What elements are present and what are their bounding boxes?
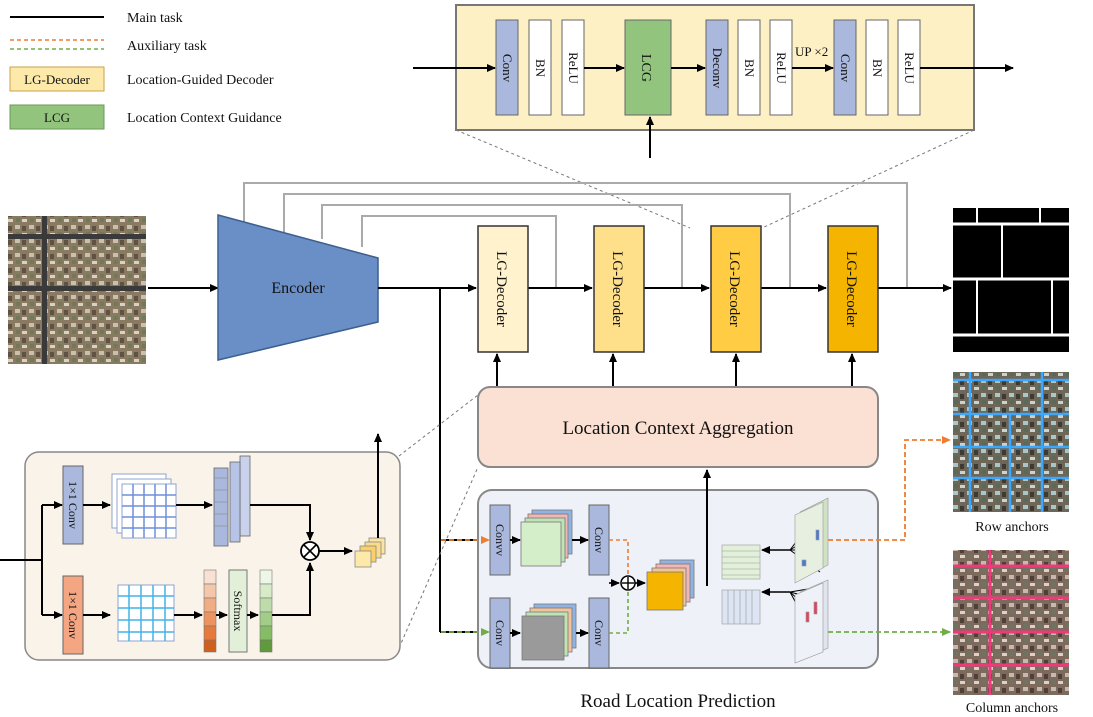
- decoders: LG-Decoder LG-Decoder LG-Decoder LG-Deco…: [477, 225, 879, 353]
- dd-relu-3-label: ReLU: [902, 52, 917, 84]
- decoder-1-label: LG-Decoder: [493, 251, 509, 327]
- rlp-conv-bottom-2-label: Conv: [592, 620, 606, 646]
- row-anchors-image: [953, 372, 1069, 512]
- lca-conv1x1-top-label: 1×1 Conv: [66, 481, 80, 529]
- decoder-detail: Conv BN ReLU LCG Deconv BN ReLU UP ×2 Co…: [413, 4, 1014, 229]
- decoder-2-label: LG-Decoder: [609, 251, 625, 327]
- input-image: [8, 216, 146, 364]
- dd-bn-1-label: BN: [533, 59, 548, 78]
- legend-decoder-swatch: [9, 66, 105, 92]
- dd-bn-2: [737, 19, 761, 116]
- legend-main-label: Main task: [127, 11, 183, 26]
- skip-connections: [243, 182, 908, 288]
- legend-aux-label: Auxiliary task: [127, 39, 207, 54]
- rlp-convv-top-label: Convv: [493, 524, 507, 556]
- dd-lcg-label: LCG: [638, 54, 653, 82]
- column-anchors-image: [953, 550, 1069, 695]
- lca-softmax: [228, 569, 248, 653]
- decoder-4-label: LG-Decoder: [843, 251, 859, 327]
- lca-detail: 1×1 Conv 1×1 Conv: [0, 433, 401, 661]
- decoder-block-2: [593, 225, 645, 353]
- dd-up-label: UP ×2: [795, 44, 828, 59]
- dd-bn-3-label: BN: [870, 59, 885, 78]
- rlp-conv-top-label: Conv: [592, 527, 606, 553]
- legend-decoder-box-label: LG-Decoder: [24, 72, 90, 87]
- dd-deconv-label: Deconv: [710, 48, 725, 89]
- dd-conv-1-label: Conv: [500, 54, 515, 83]
- encoder-block: [217, 214, 379, 361]
- dd-conv-2-label: Conv: [838, 54, 853, 83]
- lca-block: [477, 386, 879, 468]
- dd-relu-2-label: ReLU: [774, 52, 789, 84]
- legend-lcg-swatch: [9, 104, 105, 130]
- decoder-3-label: LG-Decoder: [726, 251, 742, 327]
- legend-decoder-desc: Location-Guided Decoder: [127, 73, 274, 88]
- rlp-conv-bottom-1-label: Conv: [493, 620, 507, 646]
- encoder-label: Encoder: [271, 280, 325, 297]
- lca-softmax-label: Softmax: [231, 591, 245, 632]
- rlp: Road Location Prediction Convv Conv Conv…: [441, 436, 951, 712]
- legend-lcg-desc: Location Context Guidance: [127, 111, 282, 126]
- dd-deconv: [705, 19, 729, 116]
- output-mask: [953, 208, 1069, 352]
- lca-conv1x1-bottom-label: 1×1 Conv: [66, 591, 80, 639]
- dd-bn-2-label: BN: [742, 59, 757, 78]
- decoder-block-1: [477, 225, 529, 353]
- legend-lcg-box-label: LCG: [44, 110, 70, 125]
- decoder-block-3: [710, 225, 762, 353]
- column-anchors-label: Column anchors: [966, 701, 1058, 716]
- dd-conv-2: [833, 19, 857, 116]
- dd-bn-3: [865, 19, 889, 116]
- dd-relu-1-label: ReLU: [566, 52, 581, 84]
- rlp-title: Road Location Prediction: [580, 691, 776, 712]
- row-anchors-label: Row anchors: [975, 520, 1049, 535]
- dd-conv-1: [495, 19, 519, 116]
- legend: Main task Auxiliary task LG-Decoder Loca…: [9, 11, 282, 130]
- decoder-block-4: [827, 225, 879, 353]
- lca-label: Location Context Aggregation: [562, 418, 794, 439]
- dd-bn-1: [528, 19, 552, 116]
